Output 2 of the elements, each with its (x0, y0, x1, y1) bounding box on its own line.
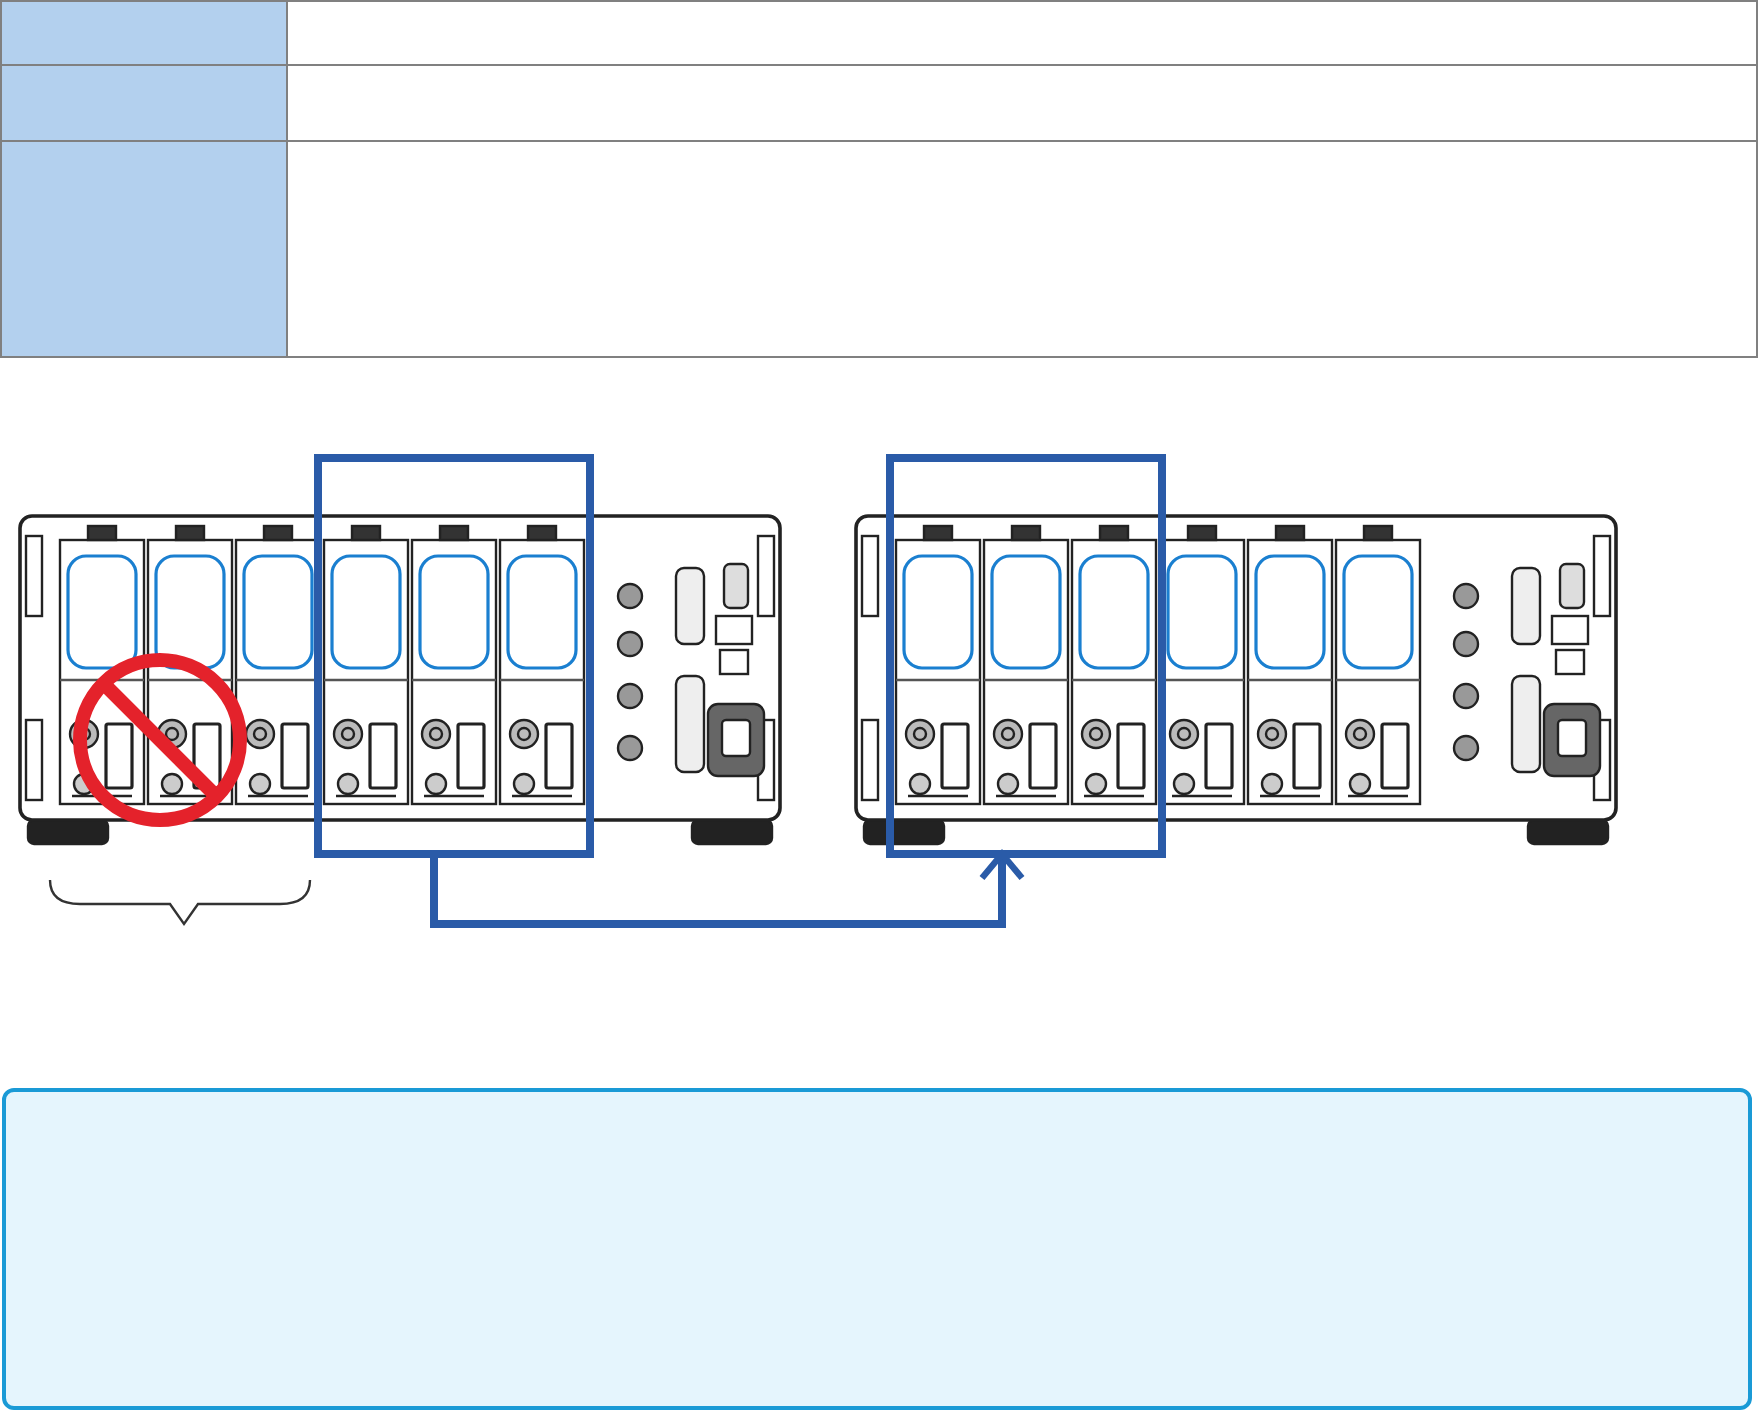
highlight-frame (314, 454, 594, 858)
highlight-frame (886, 454, 1166, 858)
